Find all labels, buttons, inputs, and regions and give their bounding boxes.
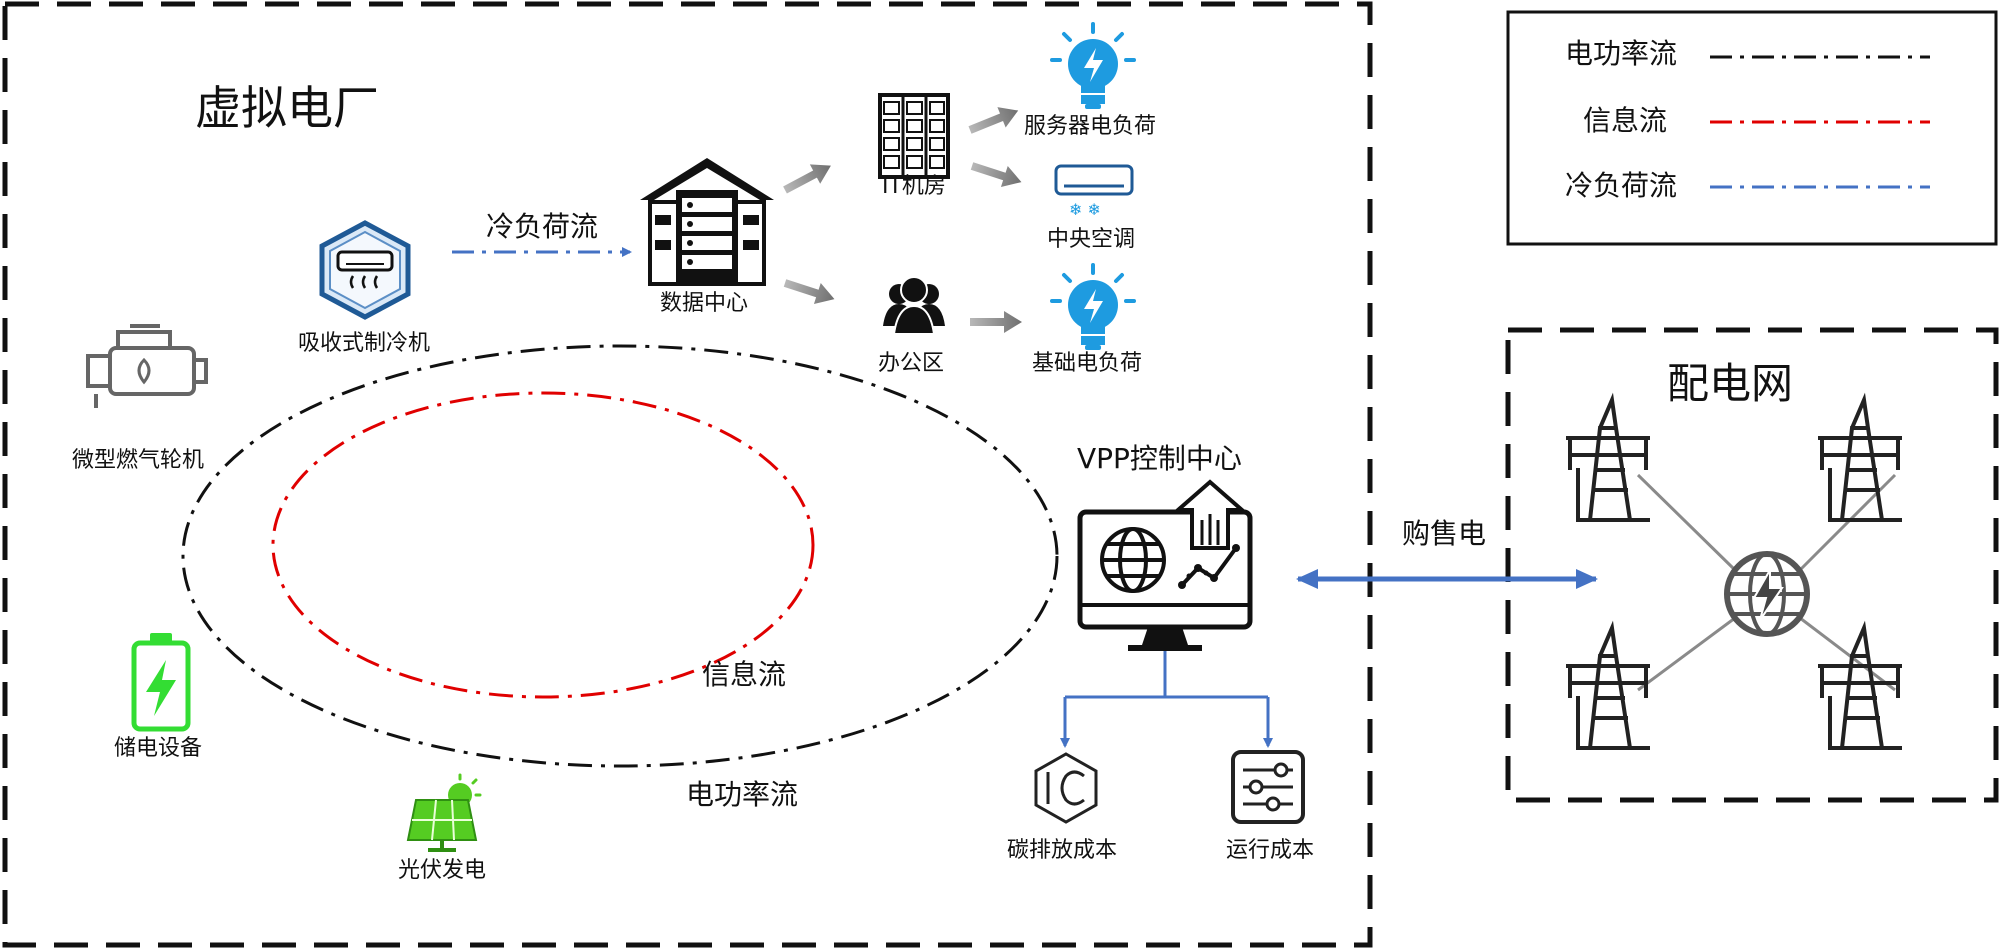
pv-label: 光伏发电	[398, 858, 486, 883]
transmission-tower-icon	[1566, 392, 1650, 522]
central-ac-label: 中央空调	[1047, 227, 1135, 252]
arrow-dc-to-office	[781, 272, 838, 310]
pv: 光伏发电	[398, 773, 486, 883]
data-center-label: 数据中心	[660, 291, 748, 316]
vpp-title: 虚拟电厂	[195, 81, 379, 135]
base-load: 基础电负荷	[1032, 263, 1142, 376]
arrow-it-to-server	[965, 100, 1023, 141]
it-room-label: IT机房	[882, 174, 946, 199]
legend-label-info: 信息流	[1583, 104, 1667, 137]
storage: 储电设备	[114, 633, 202, 761]
legend: 电功率流 信息流 冷负荷流	[1506, 10, 1998, 246]
grid-title: 配电网	[1667, 359, 1793, 408]
battery-icon	[131, 633, 191, 732]
power-flow-label: 电功率流	[686, 778, 798, 811]
transmission-tower-icon	[1818, 392, 1902, 522]
arrow-it-to-ac	[968, 155, 1025, 193]
operating-cost: 运行成本	[1226, 750, 1314, 863]
lightbulb-icon	[1050, 22, 1136, 109]
base-load-label: 基础电负荷	[1032, 351, 1142, 376]
operating-cost-label: 运行成本	[1226, 838, 1314, 863]
cold-flow-label: 冷负荷流	[486, 210, 598, 243]
power-flow-loop	[181, 344, 1059, 768]
legend-box	[1506, 10, 1998, 246]
micro-turbine-label: 微型燃气轮机	[72, 448, 204, 473]
vpp-boundary	[2, 1, 1373, 948]
chiller-label: 吸收式制冷机	[298, 331, 430, 356]
arrow-office-to-base	[970, 311, 1022, 333]
solar-panel-icon	[406, 773, 482, 852]
legend-label-power: 电功率流	[1565, 37, 1677, 70]
air-conditioner-icon: ❄ ❄	[1054, 164, 1134, 219]
info-flow-loop	[271, 391, 815, 699]
server-load-label: 服务器电负荷	[1024, 114, 1156, 139]
transmission-tower-icon	[1818, 620, 1902, 750]
central-ac: ❄ ❄ 中央空调	[1047, 164, 1135, 252]
control-center: VPP控制中心	[1077, 442, 1253, 651]
data-center-icon	[640, 158, 774, 286]
lightbulb-icon	[1050, 263, 1136, 350]
micro-turbine: 微型燃气轮机	[72, 324, 208, 473]
server-load: 服务器电负荷	[1024, 22, 1156, 139]
distribution-network	[1566, 392, 1902, 750]
ac-unit-icon	[336, 250, 394, 272]
transmission-tower-icon	[1566, 620, 1650, 750]
globe-icon	[1100, 527, 1166, 593]
office: 办公区	[878, 276, 945, 376]
legend-label-cold: 冷负荷流	[1565, 169, 1677, 202]
cost-connector	[1060, 651, 1273, 748]
it-room: IT机房	[878, 93, 950, 199]
trade-label: 购售电	[1402, 517, 1486, 550]
people-icon	[883, 276, 945, 335]
office-label: 办公区	[878, 351, 944, 376]
absorption-chiller: 吸收式制冷机	[298, 220, 430, 356]
server-rack-icon	[878, 93, 950, 179]
carbon-cost: 碳排放成本	[1007, 752, 1117, 863]
control-center-label: VPP控制中心	[1077, 442, 1242, 475]
sliders-icon	[1231, 750, 1305, 824]
carbon-cost-label: 碳排放成本	[1007, 838, 1117, 863]
data-center: 数据中心	[640, 158, 774, 316]
storage-label: 储电设备	[114, 736, 202, 761]
monitor-icon	[1077, 479, 1253, 651]
grid-globe-icon	[1724, 551, 1810, 637]
engine-icon	[86, 324, 208, 408]
svg-text:❄ ❄: ❄ ❄	[1069, 200, 1101, 219]
grid-boundary	[1505, 327, 1999, 803]
arrow-dc-to-it	[779, 155, 837, 200]
info-flow-label: 信息流	[702, 658, 786, 691]
carbon-hex-icon	[1034, 752, 1098, 824]
